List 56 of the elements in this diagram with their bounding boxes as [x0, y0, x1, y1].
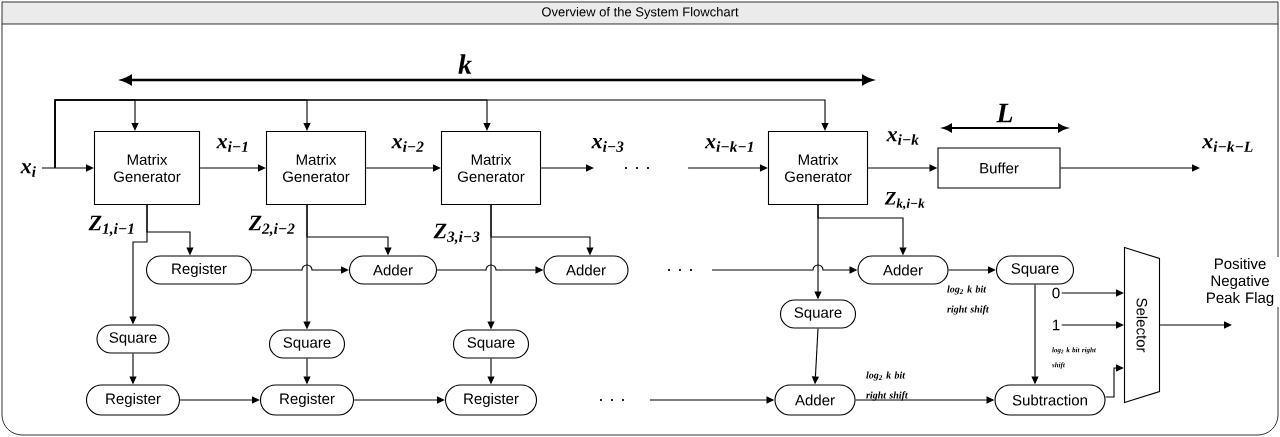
arrow [948, 266, 996, 274]
ellipsis: · · · [600, 399, 624, 401]
rounded-box: Square [268, 329, 346, 359]
arrow [1061, 289, 1124, 297]
edge-label: Positive Negative Peak Flag [1199, 257, 1280, 307]
rounded-box: Adder [543, 255, 629, 285]
arrow [54, 99, 829, 169]
shift-note: log$_{2}$ k bit right shift [947, 285, 989, 315]
rounded-box: Adder [774, 384, 856, 416]
process-box: Matrix Generator [440, 130, 542, 206]
rounded-box: Register [145, 255, 253, 285]
rounded-box: Square [779, 299, 857, 329]
title-bar: Overview of the System Flowchart [1, 1, 1279, 25]
ellipsis: · · · [668, 269, 692, 271]
edge-label: Z$_{3,i−3}$ [432, 222, 482, 246]
process-box: Matrix Generator [767, 130, 869, 206]
arrow [179, 396, 260, 404]
process-box: Matrix Generator [265, 130, 367, 206]
process-box: Buffer [937, 147, 1061, 189]
shift-note: log$_{2}$ k bit right shift [866, 371, 908, 401]
arrow [1159, 321, 1232, 329]
edge-label: x$_{i−k}$ [885, 130, 921, 146]
arrow [1105, 364, 1124, 398]
rounded-box: Adder [857, 255, 949, 285]
rounded-box: Register [259, 384, 355, 416]
dimension-label: k [458, 54, 472, 74]
ellipsis: · · · [625, 167, 649, 169]
rounded-box: Square [995, 255, 1075, 285]
edge-label: Z$_{1,i−1}$ [87, 214, 137, 238]
input-label: 0 [1052, 287, 1060, 299]
arrow [251, 264, 349, 274]
arrow [687, 164, 768, 172]
rounded-box: Register [444, 384, 538, 416]
edge-label: x$_{i−k−L}$ [1201, 137, 1255, 153]
edge-label: Z$_{k,i−k}$ [883, 191, 927, 211]
rounded-box: Square [96, 324, 170, 354]
rounded-box: Adder [348, 255, 438, 285]
edge-label: x$_{i}$ [19, 162, 38, 178]
process-box: Matrix Generator [93, 130, 201, 206]
arrow [199, 164, 266, 172]
input-label: 1 [1053, 319, 1060, 331]
rounded-box: Square [452, 329, 530, 359]
edge-label: Z$_{2,i−2}$ [247, 214, 297, 238]
edge-label: x$_{i−2}$ [390, 137, 426, 153]
arrow [1061, 321, 1124, 329]
arrow [365, 164, 441, 172]
edge-label: x$_{i−3}$ [590, 137, 626, 153]
arrow [540, 164, 594, 172]
arrow [1060, 164, 1200, 172]
edge-label: x$_{i−k−1}$ [704, 137, 756, 153]
edge-label: x$_{i−1}$ [215, 137, 251, 153]
selector-trapezoid: Selector [1123, 246, 1161, 404]
rounded-box: Subtraction [994, 384, 1106, 416]
arrow [353, 396, 445, 404]
arrow [41, 164, 94, 172]
rounded-box: Register [85, 384, 181, 416]
